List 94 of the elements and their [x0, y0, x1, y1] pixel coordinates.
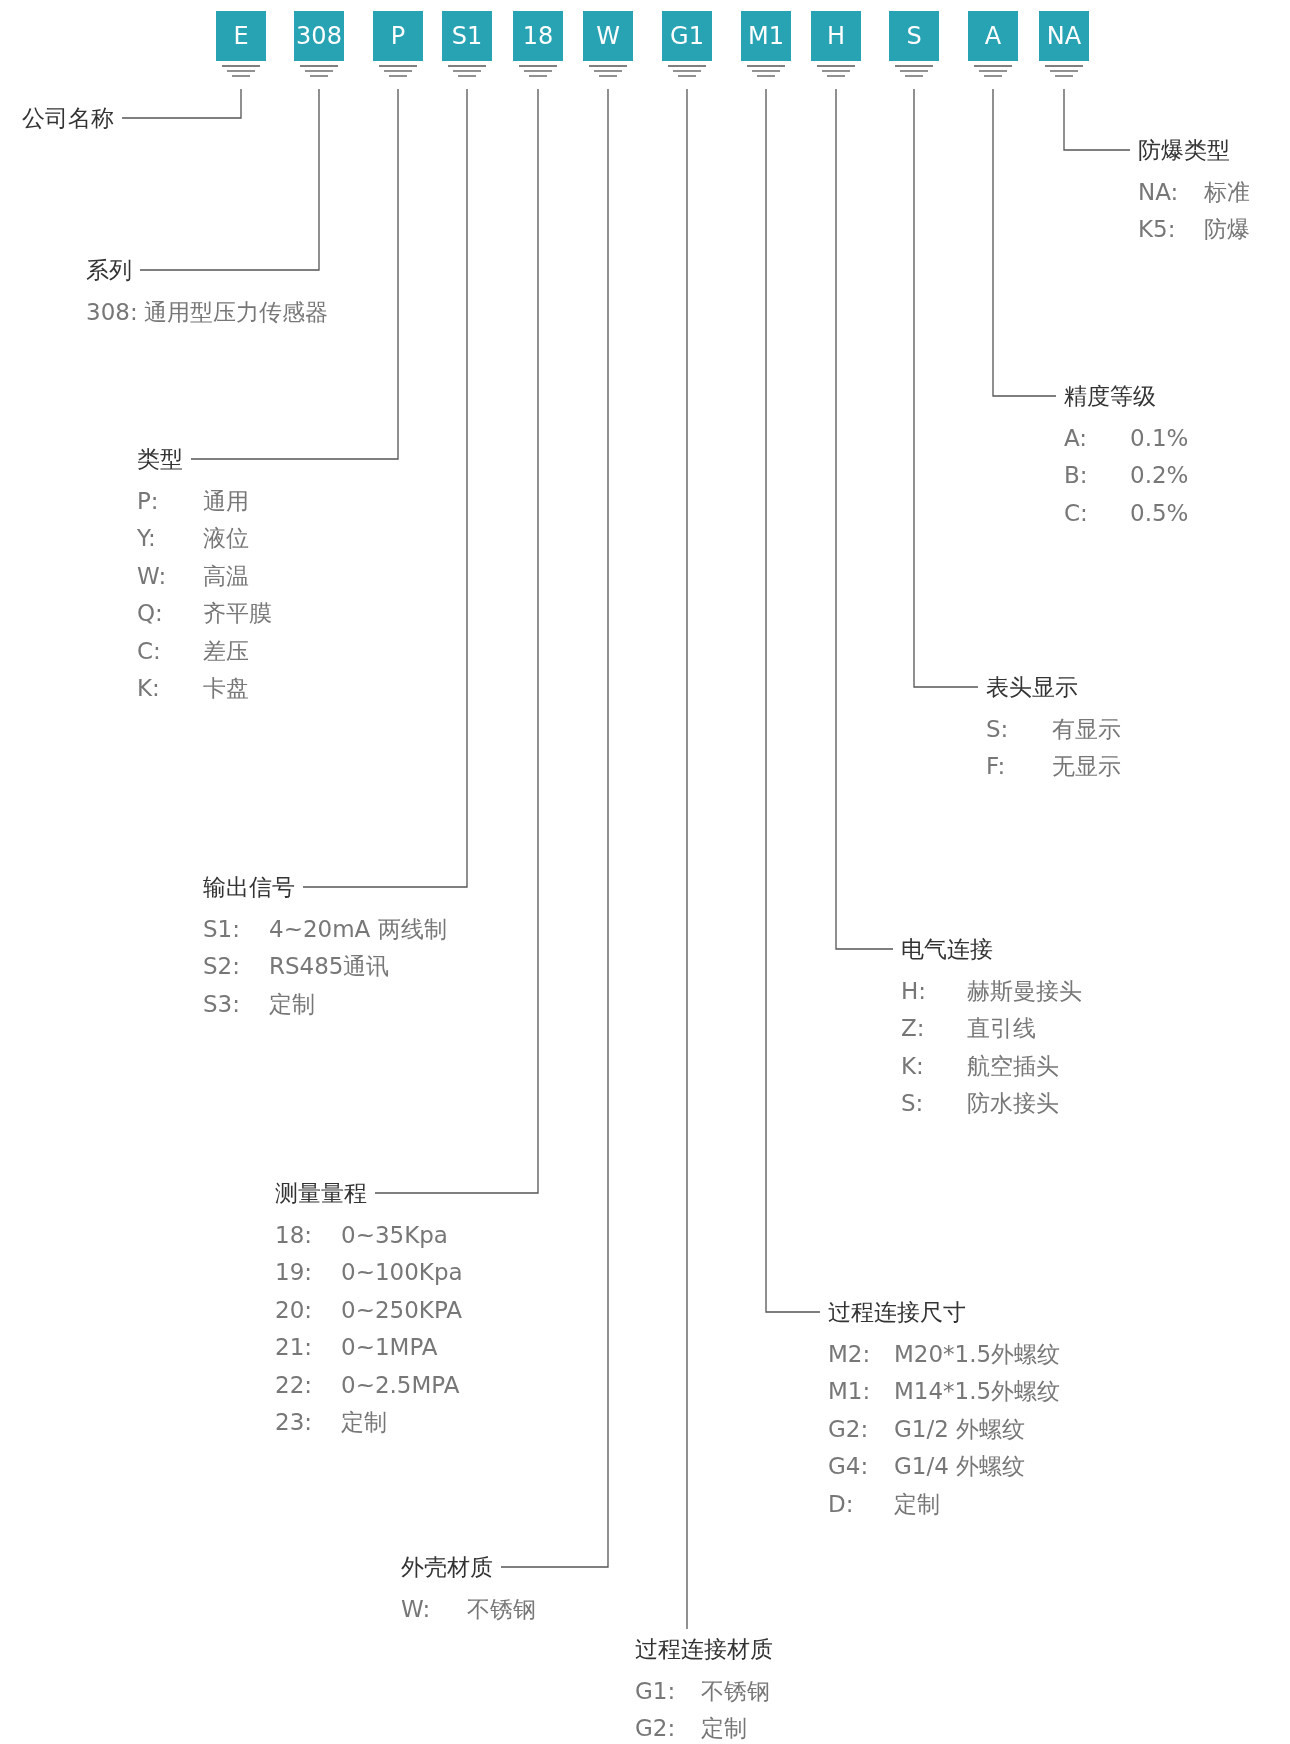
- option-value: 赫斯曼接头: [967, 977, 1082, 1006]
- leader-line: [139, 88, 320, 271]
- option-code: H:: [901, 977, 928, 1006]
- option-value: 不锈钢: [467, 1595, 536, 1624]
- option-value: 有显示: [1052, 715, 1121, 744]
- category-heading: 精度等级: [1064, 378, 1156, 414]
- option-value: 0~2.5MPA: [341, 1370, 460, 1400]
- option-code: G2:: [828, 1414, 870, 1444]
- option-code: S:: [901, 1089, 925, 1119]
- option-value: 0.2%: [1130, 461, 1189, 491]
- option-code: G2:: [635, 1714, 677, 1744]
- option-value: M14*1.5外螺纹: [894, 1377, 1061, 1407]
- category-heading: 公司名称: [22, 100, 114, 136]
- category-heading: 系列: [86, 252, 132, 288]
- option-code: G4:: [828, 1452, 870, 1482]
- option-code: 22:: [275, 1370, 313, 1400]
- category-heading: 类型: [137, 441, 183, 477]
- option-value: 防水接头: [967, 1089, 1059, 1119]
- option-code: Q:: [137, 599, 164, 629]
- category-heading: 电气连接: [901, 931, 993, 967]
- option-code: K:: [137, 674, 161, 704]
- option-value: 无显示: [1052, 752, 1121, 782]
- option-code: 308:: [86, 298, 138, 327]
- option-value: G1/4 外螺纹: [894, 1452, 1026, 1482]
- option-value: RS485通讯: [269, 952, 390, 982]
- option-code: D:: [828, 1489, 855, 1519]
- option-value: 通用: [203, 487, 249, 516]
- option-value: 定制: [894, 1489, 940, 1519]
- leader-line: [913, 88, 979, 688]
- option-code: W:: [401, 1595, 432, 1624]
- option-value: 标准: [1204, 178, 1250, 207]
- option-value: 定制: [341, 1408, 387, 1438]
- option-value: 差压: [203, 636, 249, 666]
- option-code: M2:: [828, 1340, 872, 1369]
- option-value: 卡盘: [203, 674, 249, 704]
- option-code: 19:: [275, 1258, 313, 1288]
- category-heading: 输出信号: [203, 869, 295, 905]
- option-code: K5:: [1138, 215, 1177, 245]
- option-value: 高温: [203, 561, 249, 591]
- option-value: 直引线: [967, 1014, 1036, 1044]
- option-value: G1/2 外螺纹: [894, 1414, 1026, 1444]
- option-value: 防爆: [1204, 215, 1250, 245]
- option-value: 0.1%: [1130, 424, 1189, 453]
- option-value: 定制: [701, 1714, 747, 1744]
- option-code: S3:: [203, 989, 241, 1019]
- option-code: F:: [986, 752, 1007, 782]
- category-heading: 过程连接材质: [635, 1631, 773, 1667]
- option-code: S2:: [203, 952, 241, 982]
- option-value: 不锈钢: [701, 1677, 770, 1706]
- leader-line: [121, 88, 242, 119]
- leader-line: [190, 88, 399, 460]
- option-value: M20*1.5外螺纹: [894, 1340, 1061, 1369]
- option-code: 21:: [275, 1333, 313, 1363]
- leader-line: [500, 88, 609, 1568]
- option-code: 18:: [275, 1221, 313, 1250]
- option-code: C:: [137, 636, 162, 666]
- option-value: 航空插头: [967, 1051, 1059, 1081]
- option-code: 23:: [275, 1408, 313, 1438]
- option-code: C:: [1064, 498, 1089, 528]
- option-value: 0~100Kpa: [341, 1258, 463, 1288]
- category-heading: 表头显示: [986, 669, 1078, 705]
- option-code: Z:: [901, 1014, 926, 1044]
- option-code: G1:: [635, 1677, 677, 1706]
- option-value: 0~250KPA: [341, 1295, 463, 1325]
- option-value: 4~20mA 两线制: [269, 915, 447, 944]
- option-code: NA:: [1138, 178, 1180, 207]
- option-code: W:: [137, 561, 168, 591]
- option-value: 0~35Kpa: [341, 1221, 448, 1250]
- option-code: M1:: [828, 1377, 872, 1407]
- leader-line: [765, 88, 821, 1313]
- option-value: 齐平膜: [203, 599, 272, 629]
- option-code: B:: [1064, 461, 1089, 491]
- option-code: 20:: [275, 1295, 313, 1325]
- option-value: 0.5%: [1130, 498, 1189, 528]
- option-code: S1:: [203, 915, 241, 944]
- category-heading: 外壳材质: [401, 1549, 493, 1585]
- option-code: Y:: [137, 524, 157, 554]
- leader-line: [374, 88, 539, 1194]
- option-code: A:: [1064, 424, 1089, 453]
- leader-line: [992, 88, 1057, 397]
- option-value: 定制: [269, 989, 315, 1019]
- leader-line: [1063, 88, 1131, 151]
- option-value: 0~1MPA: [341, 1333, 438, 1363]
- leader-line: [302, 88, 468, 888]
- category-heading: 测量量程: [275, 1175, 367, 1211]
- option-code: S:: [986, 715, 1010, 744]
- option-value: 液位: [203, 524, 249, 554]
- option-code: K:: [901, 1051, 925, 1081]
- category-heading: 过程连接尺寸: [828, 1294, 966, 1330]
- category-heading: 防爆类型: [1138, 132, 1230, 168]
- leader-line: [835, 88, 894, 950]
- leader-line: [686, 88, 688, 1630]
- option-code: P:: [137, 487, 160, 516]
- option-value: 通用型压力传感器: [143, 298, 328, 327]
